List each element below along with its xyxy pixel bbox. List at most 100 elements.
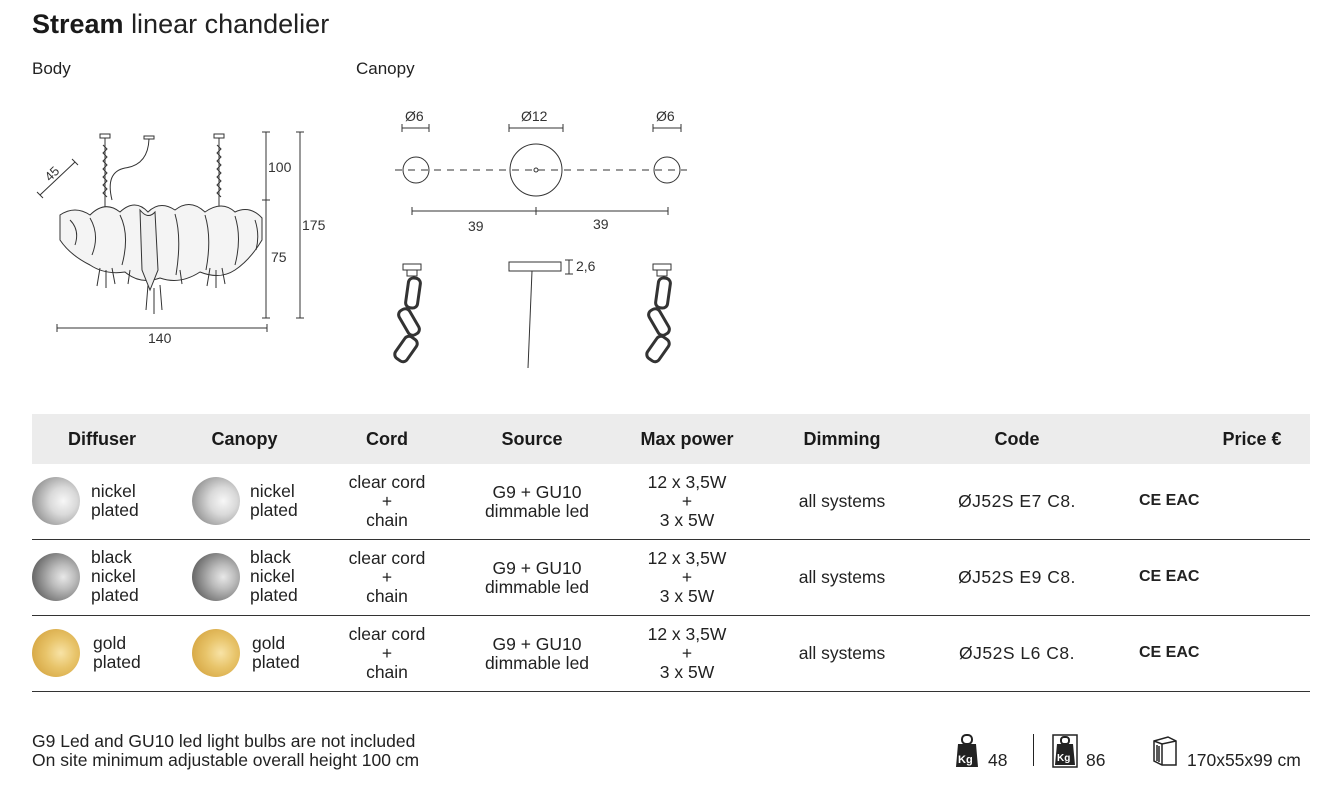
power-line: 3 x 5W <box>659 662 715 682</box>
canopy-finish: black nickel plated <box>250 548 298 605</box>
table-row: nickel plated nickel plated clear cord+c… <box>32 464 1310 540</box>
power-cell: 12 x 3,5W+3 x 5W <box>607 464 767 539</box>
canopy-finish-line: plated <box>252 652 300 672</box>
table-row: black nickel plated black nickel plated … <box>32 540 1310 616</box>
cord-line: clear cord <box>348 472 426 492</box>
body-label: Body <box>32 59 71 78</box>
diffuser-swatch-gold <box>32 629 80 677</box>
dia-right-label: Ø6 <box>656 108 675 124</box>
header-cord: Cord <box>366 429 408 449</box>
product-table: Diffuser Canopy Cord Source Max power Di… <box>32 414 1310 692</box>
canopy-drawing: Ø6 Ø12 Ø6 39 39 2,6 <box>393 108 687 369</box>
canopy-label: Canopy <box>356 59 415 78</box>
diffuser-finish-line: nickel <box>91 481 136 501</box>
canopy-finish-line: plated <box>250 500 298 520</box>
package-box-icon <box>1153 736 1177 766</box>
diffuser-finish-line: nickel <box>91 566 136 586</box>
header-dimming: Dimming <box>803 429 881 449</box>
cord-line: clear cord <box>348 548 426 568</box>
power-line: + <box>681 643 693 663</box>
svg-text:Kg: Kg <box>1057 753 1070 764</box>
canopy-finish: gold plated <box>252 634 300 672</box>
canopy-swatch-gold <box>192 629 240 677</box>
dia-center-label: Ø12 <box>521 108 548 124</box>
source-line: G9 + GU10 <box>492 633 582 654</box>
diffuser-finish: black nickel plated <box>91 548 139 605</box>
dimming-cell: all systems <box>798 567 886 587</box>
dim-75-label: 75 <box>271 249 287 265</box>
cord-line: + <box>381 567 393 587</box>
source-line: dimmable led <box>484 652 590 673</box>
power-line: 12 x 3,5W <box>647 624 727 644</box>
power-line: 12 x 3,5W <box>647 472 727 492</box>
cord-cell: clear cord+chain <box>317 540 457 615</box>
dim-100-label: 100 <box>268 159 292 175</box>
cord-line: clear cord <box>348 624 426 644</box>
canopy-finish-line: nickel <box>250 481 295 501</box>
source-line: dimmable led <box>484 500 590 521</box>
note-height: On site minimum adjustable overall heigh… <box>32 750 420 770</box>
divider <box>1033 734 1034 766</box>
dimming-cell: all systems <box>798 491 886 511</box>
header-diffuser: Diffuser <box>67 429 136 449</box>
dimming-cell: all systems <box>798 643 886 663</box>
canopy-finish-line: black <box>250 547 291 567</box>
dim-45-label: 45 <box>42 163 63 184</box>
package-size-value: 170x55x99 cm <box>1187 750 1301 770</box>
svg-text:Kg: Kg <box>958 754 973 766</box>
body-drawing: 45 100 175 75 140 <box>36 131 326 346</box>
dia-left-label: Ø6 <box>405 108 424 124</box>
canopy-height-label: 2,6 <box>576 258 596 274</box>
source-line: G9 + GU10 <box>492 481 582 502</box>
header-max-power: Max power <box>640 429 734 449</box>
cord-line: chain <box>366 510 408 530</box>
power-cell: 12 x 3,5W+3 x 5W <box>607 540 767 615</box>
span-left-label: 39 <box>468 218 484 234</box>
source-line: dimmable led <box>484 576 590 597</box>
title-product-name: Stream <box>32 9 124 39</box>
dim-175-label: 175 <box>302 217 326 233</box>
header-canopy: Canopy <box>211 429 278 449</box>
gross-weight-kg-icon: Kg <box>1052 734 1078 768</box>
diffuser-finish-line: plated <box>91 500 139 520</box>
title-product-type: linear chandelier <box>131 9 330 39</box>
weight-kg-icon: Kg <box>956 734 978 767</box>
power-cell: 12 x 3,5W+3 x 5W <box>607 616 767 691</box>
header-source: Source <box>501 429 563 449</box>
canopy-finish-line: nickel <box>250 566 295 586</box>
cord-cell: clear cord+chain <box>317 464 457 539</box>
diffuser-finish: gold plated <box>93 634 141 672</box>
canopy-finish-line: plated <box>250 585 298 605</box>
code-cell: ØJ52S E9 C8. <box>958 567 1076 587</box>
diffuser-finish-line: plated <box>93 652 141 672</box>
span-right-label: 39 <box>593 216 609 232</box>
footer-notes: G9 Led and GU10 led light bulbs are not … <box>32 732 419 770</box>
note-bulbs: G9 Led and GU10 led light bulbs are not … <box>32 731 416 751</box>
page-title: Stream linear chandelier <box>32 8 329 40</box>
power-line: 3 x 5W <box>659 586 715 606</box>
gross-weight-value: 86 <box>1086 750 1106 770</box>
diffuser-finish-line: black <box>91 547 132 567</box>
cord-line: chain <box>366 586 408 606</box>
canopy-swatch-nickel <box>192 477 240 525</box>
power-line: 3 x 5W <box>659 510 715 530</box>
table-header: Diffuser Canopy Cord Source Max power Di… <box>32 414 1310 464</box>
cord-cell: clear cord+chain <box>317 616 457 691</box>
canopy-finish-line: gold <box>252 633 286 653</box>
dim-45-line <box>39 161 76 196</box>
table-row: gold plated gold plated clear cord+chain… <box>32 616 1310 692</box>
diffuser-swatch-nickel <box>32 477 80 525</box>
ce-eac-mark: CE EAC <box>1139 644 1200 661</box>
cord-line: + <box>381 643 393 663</box>
code-cell: ØJ52S E7 C8. <box>958 491 1076 511</box>
canopy-swatch-black-nickel <box>192 553 240 601</box>
power-line: + <box>681 491 693 511</box>
diffuser-swatch-black-nickel <box>32 553 80 601</box>
net-weight-value: 48 <box>988 750 1008 770</box>
cord-line: + <box>381 491 393 511</box>
header-price: Price € <box>1222 429 1282 449</box>
code-cell: ØJ52S L6 C8. <box>959 643 1075 663</box>
